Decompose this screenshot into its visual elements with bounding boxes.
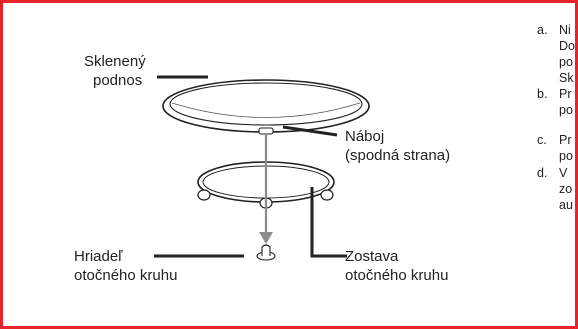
step-line: V — [559, 166, 568, 180]
hub — [258, 127, 274, 135]
step-line: Sk — [559, 71, 574, 85]
step-letter: b. — [537, 87, 548, 101]
ring-label: Zostava otočného kruhu — [345, 248, 449, 284]
step-line: po — [559, 55, 573, 69]
hub-leader — [282, 125, 338, 137]
step-line: po — [559, 103, 573, 117]
step-letter: d. — [537, 166, 548, 180]
assembly-arrow — [259, 134, 273, 244]
step-line: Ni — [559, 23, 571, 37]
hub-label: Náboj (spodná strana) — [345, 128, 451, 164]
glass-tray-label: Sklenený podnos — [84, 53, 146, 89]
turntable-shaft — [256, 244, 276, 261]
step-line: Pr — [559, 133, 572, 147]
step-letter: a. — [537, 23, 548, 37]
step-line: Pr — [559, 87, 572, 101]
glass-tray — [162, 79, 370, 133]
step-letter: c. — [537, 133, 547, 147]
step-line: po — [559, 149, 573, 163]
step-line: Do — [559, 39, 575, 53]
ring-leader — [310, 187, 347, 258]
step-line: au — [559, 198, 573, 212]
step-line: zo — [559, 182, 573, 196]
shaft-label: Hriadeľ otočného kruhu — [74, 248, 178, 284]
